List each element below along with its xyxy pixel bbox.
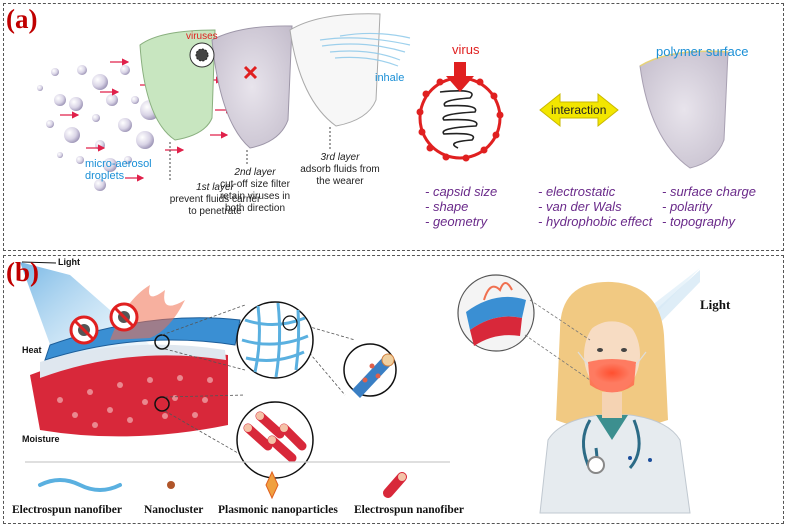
layer2-line-1: cut-off size filter <box>220 179 290 190</box>
fabric-pores <box>57 375 213 428</box>
layer1-line-1: prevent fluids carrier <box>169 194 261 205</box>
zoom-nanofiber-mesh <box>236 301 314 379</box>
virus-prop-1: - capsid size <box>425 184 498 199</box>
heat-label: Heat <box>22 345 42 355</box>
legend-label-nanofiber: Electrospun nanofiber <box>12 504 123 516</box>
virus-prop-2: - shape <box>425 199 469 214</box>
interaction-label: interaction <box>551 103 607 117</box>
inhale-streaks <box>319 32 411 67</box>
surface-prop-3: - topography <box>662 214 735 229</box>
layer3-line-2: the wearer <box>316 176 364 187</box>
layer3-caption: 3rd layer adsorb fluids from the wearer <box>285 152 395 188</box>
layer1-line-2: to penetrate <box>188 206 242 217</box>
layer2-caption: 2nd layer cut-off size filter retain vir… <box>200 167 310 215</box>
layer2-line-2: retain viruses in <box>219 191 291 202</box>
surface-prop-1: - surface charge <box>662 184 756 199</box>
virus-diagram <box>416 62 504 162</box>
legend-label-plasmonic: Plasmonic nanoparticles <box>218 504 338 516</box>
droplets-label: micro-aerosol droplets <box>85 158 152 182</box>
legend-label-nanocluster: Nanocluster <box>144 504 204 516</box>
no-virus-icon-1 <box>69 315 99 345</box>
legend-nanocluster-icon <box>167 481 175 489</box>
zoom-red-fibers <box>236 401 314 479</box>
interaction-prop-3: - hydrophobic effect <box>538 214 653 229</box>
fabric-red-layer <box>30 350 228 437</box>
surface-prop-2: - polarity <box>662 199 712 214</box>
blocked-x-icon <box>243 65 258 80</box>
layer-2-sheet <box>211 25 293 149</box>
layer1-caption: 1st layer prevent fluids carrier to pene… <box>160 182 270 218</box>
legend-nanofiber-icon <box>38 478 122 492</box>
polymer-surface-sheet <box>639 50 729 169</box>
droplets-line-1: micro-aerosol <box>85 158 152 170</box>
interaction-arrow <box>539 92 619 128</box>
droplets-line-2: droplets <box>85 170 125 182</box>
virus-prop-3: - geometry <box>425 214 488 229</box>
moisture-label: Moisture <box>22 434 60 444</box>
virus-label: virus <box>452 42 480 57</box>
light-label-left: Light <box>58 257 80 267</box>
layer-3-sheet <box>289 13 381 127</box>
legend-plasmonic-icon <box>265 470 279 500</box>
panel-a-label: (a) <box>6 4 38 34</box>
layer3-line-1: adsorb fluids from <box>300 164 380 175</box>
polymer-surface-label: polymer surface <box>656 44 749 59</box>
interaction-properties-list: - electrostatic - van der Wals - hydroph… <box>538 184 652 229</box>
viruses-label: viruses <box>186 31 218 42</box>
leader-lines <box>169 127 331 180</box>
layer3-title: 3rd layer <box>320 152 360 163</box>
no-virus-icon-2 <box>109 302 139 332</box>
panel-b-label: (b) <box>6 257 39 287</box>
zoom-fiber-detail <box>343 343 397 398</box>
doctor-illustration <box>457 268 700 514</box>
inhale-label: inhale <box>375 72 405 84</box>
legend-label-nanofiber-2: Electrospun nanofiber <box>354 504 465 516</box>
panel-b <box>3 255 784 524</box>
legend-red-fiber-icon <box>383 472 407 498</box>
layer2-line-3: both direction <box>224 203 286 214</box>
layer2-title: 2nd layer <box>234 167 276 178</box>
interaction-prop-1: - electrostatic <box>538 184 616 199</box>
interaction-prop-2: - van der Wals <box>538 199 622 214</box>
virus-properties-list: - capsid size - shape - geometry <box>425 184 497 229</box>
light-label-right: Light <box>700 297 731 312</box>
panel-a <box>3 3 784 251</box>
surface-properties-list: - surface charge - polarity - topography <box>662 184 756 229</box>
layer1-title: 1st layer <box>196 182 234 193</box>
virus-particle-icon <box>195 48 209 62</box>
